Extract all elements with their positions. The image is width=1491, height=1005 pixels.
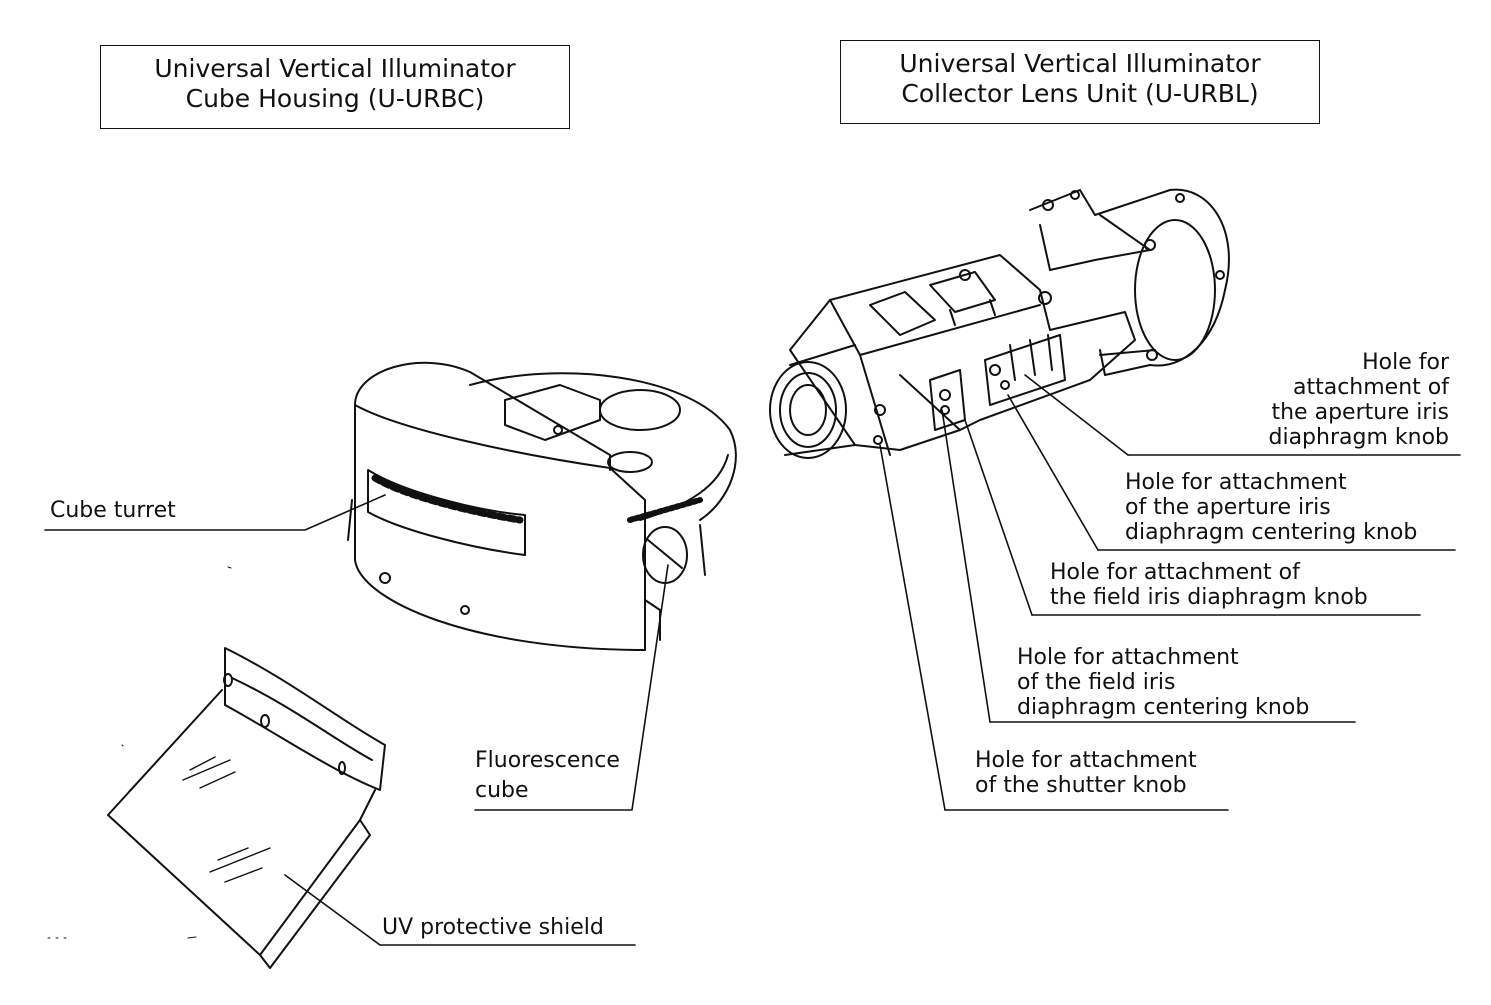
label-fluorescence-cube: Fluorescence cube	[475, 746, 620, 806]
cube-housing-drawing	[347, 361, 737, 651]
label-field-iris-centering: Hole for attachment of the field iris di…	[1017, 645, 1309, 720]
label-aperture-iris-knob: Hole for attachment of the aperture iris…	[1269, 350, 1450, 450]
label-shutter-knob: Hole for attachment of the shutter knob	[975, 748, 1197, 798]
uv-shield-drawing	[107, 647, 386, 969]
label-aperture-iris-knob-line2: attachment of	[1293, 375, 1449, 400]
title-cube-housing-line1: Universal Vertical Illuminator	[154, 54, 516, 83]
label-field-iris-centering-line2: of the field iris	[1017, 670, 1176, 695]
title-cube-housing-line2: Cube Housing (U-URBC)	[185, 84, 485, 113]
label-shutter-knob-line2: of the shutter knob	[975, 773, 1187, 798]
title-collector-lens: Universal Vertical Illuminator Collector…	[840, 40, 1320, 124]
label-field-iris-knob: Hole for attachment of the field iris di…	[1050, 560, 1368, 610]
title-cube-housing: Universal Vertical Illuminator Cube Hous…	[100, 45, 570, 129]
label-shutter-knob-line1: Hole for attachment	[975, 748, 1197, 773]
label-aperture-iris-centering-line3: diaphragm centering knob	[1125, 520, 1418, 545]
label-cube-turret: Cube turret	[50, 498, 176, 523]
label-field-iris-centering-line3: diaphragm centering knob	[1017, 695, 1310, 720]
title-collector-lens-line1: Universal Vertical Illuminator	[899, 49, 1261, 78]
label-aperture-iris-knob-line1: Hole for	[1362, 350, 1449, 375]
leader-lines	[44, 374, 1461, 946]
label-uv-shield: UV protective shield	[382, 915, 604, 940]
page-specks	[47, 566, 232, 939]
label-aperture-iris-knob-line3: the aperture iris	[1271, 400, 1449, 425]
label-fluorescence-cube-line2: cube	[475, 778, 529, 803]
label-aperture-iris-centering-line2: of the aperture iris	[1125, 495, 1331, 520]
label-fluorescence-cube-line1: Fluorescence	[475, 748, 620, 773]
label-aperture-iris-centering-line1: Hole for attachment	[1125, 470, 1347, 495]
label-field-iris-knob-line1: Hole for attachment of	[1050, 560, 1300, 585]
label-aperture-iris-centering: Hole for attachment of the aperture iris…	[1125, 470, 1417, 545]
label-field-iris-knob-line2: the field iris diaphragm knob	[1050, 585, 1368, 610]
collector-lens-drawing	[769, 188, 1230, 459]
label-aperture-iris-knob-line4: diaphragm knob	[1268, 425, 1450, 450]
title-collector-lens-line2: Collector Lens Unit (U-URBL)	[901, 79, 1259, 108]
label-field-iris-centering-line1: Hole for attachment	[1017, 645, 1239, 670]
